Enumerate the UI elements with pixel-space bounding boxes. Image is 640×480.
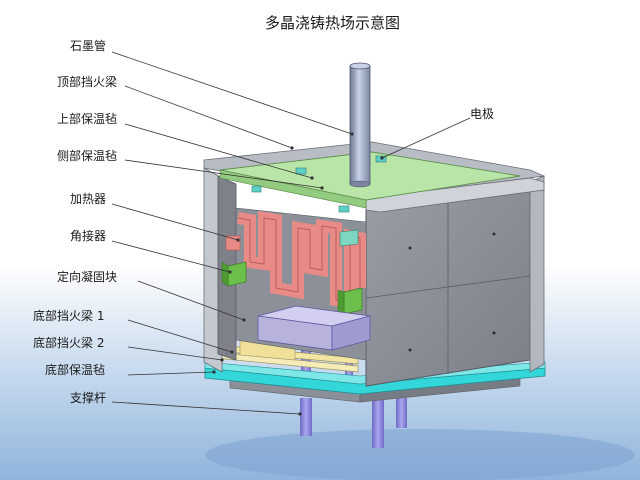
label-side-felt: 侧部保温毡 — [57, 148, 117, 163]
part-labels: 石墨管 顶部挡火梁 上部保温毡 侧部保温毡 加热器 角接器 定向凝固块 底部挡火… — [33, 38, 494, 405]
support-rod-1 — [300, 398, 312, 436]
support-rod-3 — [396, 398, 407, 428]
label-corner-connector: 角接器 — [70, 228, 106, 243]
label-directional-block: 定向凝固块 — [57, 269, 117, 284]
label-support-rod: 支撑杆 — [70, 390, 106, 405]
top-green-plate-edge — [219, 169, 367, 209]
label-bottom-felt: 底部保温毡 — [45, 362, 105, 377]
label-bottom-fire-beam-2: 底部挡火梁 2 — [33, 335, 104, 350]
leader-lines — [111, 51, 471, 415]
label-upper-felt: 上部保温毡 — [57, 111, 117, 126]
top-frame-front-beam — [365, 177, 545, 213]
leader-arrowheads — [212, 132, 384, 416]
label-bottom-fire-beam-1: 底部挡火梁 1 — [33, 308, 104, 323]
corner-connectors — [221, 229, 363, 315]
frame-right-edge — [529, 175, 545, 373]
label-graphite-tube: 石墨管 — [70, 38, 106, 53]
graphite-tube — [349, 62, 371, 188]
diagram-title: 多晶浇铸热场示意图 — [265, 14, 400, 32]
support-rod-2 — [372, 400, 384, 448]
label-heater: 加热器 — [70, 192, 106, 206]
label-electrode: 电极 — [470, 107, 494, 121]
floor-shadow — [205, 429, 635, 480]
label-top-fire-beam: 顶部挡火梁 — [57, 74, 117, 89]
directional-block — [257, 305, 371, 351]
frame-left-edge — [203, 167, 223, 373]
